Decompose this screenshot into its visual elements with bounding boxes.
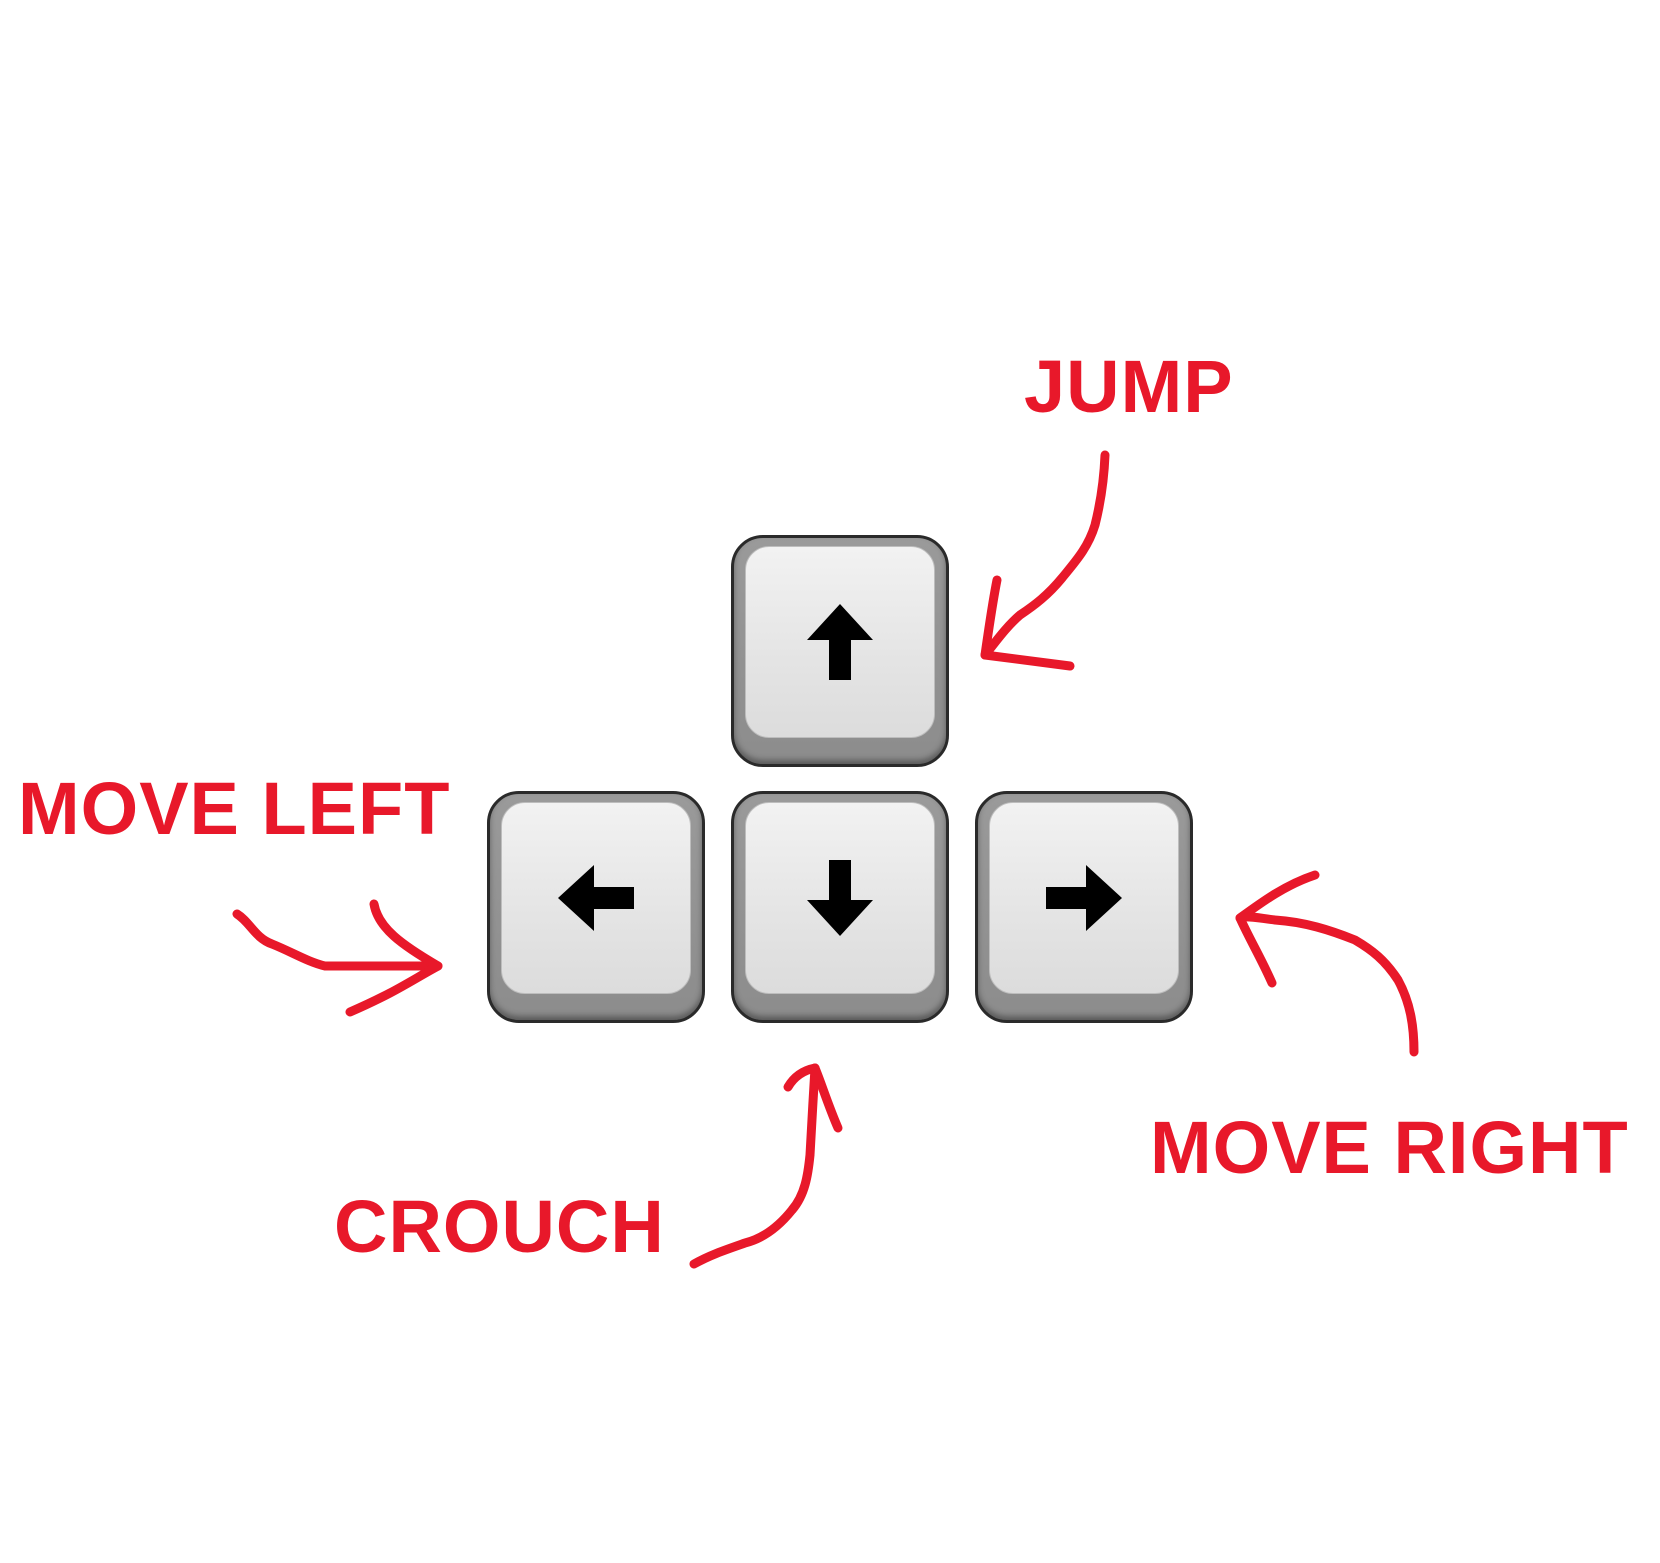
key-face: [745, 546, 935, 738]
down-arrow-key[interactable]: [731, 791, 949, 1023]
crouch-arrowhead-icon: [783, 1063, 843, 1133]
jump-arrowhead-icon: [980, 575, 1075, 671]
move-right-arrow-icon: [1235, 912, 1419, 1057]
crouch-arrow-icon: [689, 1063, 820, 1269]
crouch-label: CROUCH: [334, 1185, 665, 1268]
move-left-arrow-icon: [232, 909, 443, 971]
arrow-right-icon: [1046, 865, 1122, 931]
key-face: [745, 802, 935, 994]
up-arrow-key[interactable]: [731, 535, 949, 767]
arrow-left-icon: [558, 865, 634, 931]
jump-arrow-icon: [980, 450, 1110, 660]
arrow-up-icon: [807, 604, 873, 680]
move-left-label: MOVE LEFT: [18, 767, 451, 850]
move-right-arrowhead-icon: [1235, 870, 1320, 988]
right-arrow-key[interactable]: [975, 791, 1193, 1023]
key-face: [989, 802, 1179, 994]
key-face: [501, 802, 691, 994]
left-arrow-key[interactable]: [487, 791, 705, 1023]
jump-label: JUMP: [1024, 345, 1234, 428]
arrow-down-icon: [807, 860, 873, 936]
move-right-label: MOVE RIGHT: [1150, 1106, 1629, 1189]
move-left-arrowhead-icon: [345, 899, 443, 1017]
